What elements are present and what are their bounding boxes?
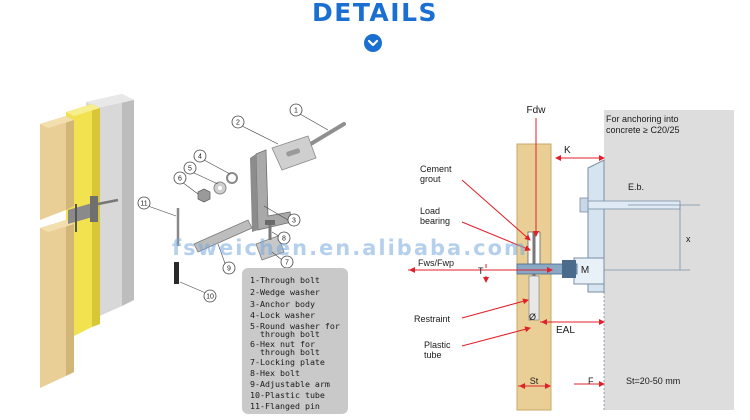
- st-label: St: [529, 376, 539, 386]
- legend-item: 4-Lock washer: [250, 310, 315, 320]
- parts-legend: [242, 268, 348, 414]
- wall-cutaway-illustration: [40, 94, 134, 388]
- legend-item: 1-Through bolt: [250, 275, 320, 285]
- legend-item: 10-Plastic tube: [250, 390, 325, 400]
- chevron-down-icon: [364, 34, 382, 52]
- t-label: T: [478, 266, 484, 276]
- restraint-label: Restraint: [414, 314, 451, 324]
- load-bearing-label: Load bearing: [420, 206, 451, 226]
- legend-item: 9-Adjustable arm: [250, 379, 330, 389]
- cement-grout-label: Cement grout: [420, 164, 452, 184]
- fws-fwp-label: Fws/Fwp: [418, 258, 454, 268]
- lock-washer-part: [226, 172, 238, 184]
- concrete-area: [604, 110, 734, 410]
- legend-item: 5-Round washer for through bolt: [250, 321, 340, 340]
- eb-label: E.b.: [628, 182, 645, 192]
- diameter-label: Ø: [529, 312, 537, 322]
- legend-item: 7-Locking plate: [250, 357, 325, 367]
- k-label: K: [564, 145, 571, 156]
- plastic-tube: [528, 275, 540, 321]
- watermark: fsweichen.en.alibaba.com: [172, 236, 528, 260]
- hex-nut-part: [197, 188, 211, 203]
- exploded-hardware-view: [147, 113, 346, 295]
- f-label: F: [588, 376, 594, 386]
- fdw-label: Fdw: [526, 105, 546, 116]
- legend-item: 3-Anchor body: [250, 299, 315, 309]
- plastic-tube-part: [174, 262, 179, 284]
- legend-item: 6-Hex nut for through bolt: [250, 339, 320, 358]
- legend-item: 11-Flanged pin: [250, 401, 320, 411]
- st-range-note: St=20-50 mm: [626, 376, 681, 386]
- concrete-note: For anchoring into concrete ≥ C20/25: [606, 114, 680, 135]
- legend-item: 2-Wedge washer: [250, 287, 320, 297]
- m-label: M: [580, 265, 590, 276]
- adjustable-arm-part: [193, 219, 253, 253]
- x-label: x: [686, 234, 691, 244]
- page-title: DETAILS: [311, 0, 439, 27]
- plastic-tube-label: Plastic tube: [424, 340, 451, 360]
- eal-label: EAL: [556, 325, 575, 336]
- legend-item: 8-Hex bolt: [250, 368, 300, 378]
